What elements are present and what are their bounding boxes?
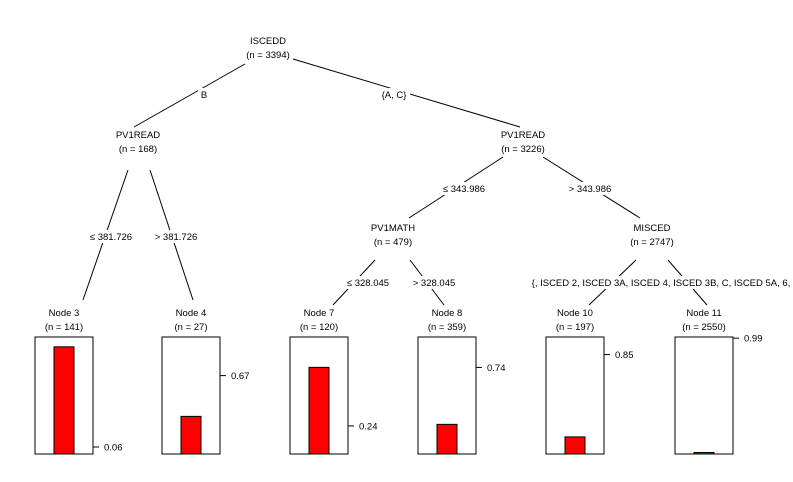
- value-label: 0.67: [231, 371, 250, 382]
- terminal-count: (n = 359): [428, 322, 466, 333]
- terminal-node-t10: Node 10 (n = 197) 0.85: [545, 308, 634, 455]
- terminal-bar: [436, 423, 458, 455]
- edge-label-n2-n4: > 381.726: [155, 232, 198, 243]
- terminal-label: Node 8: [432, 308, 463, 319]
- node-count: (n = 479): [374, 237, 412, 248]
- terminal-node-t7: Node 7 (n = 120) 0.24: [289, 308, 378, 455]
- value-label: 0.24: [359, 421, 378, 432]
- node-label: PV1READ: [116, 130, 160, 141]
- edge-label-n1-n2: B: [201, 90, 207, 101]
- edge-label-n1-n5: {A, C}: [382, 90, 407, 101]
- edge-label-n6-n8: > 328.045: [413, 278, 456, 289]
- inner-node-5: PV1READ (n = 3226): [501, 130, 545, 155]
- terminal-label: Node 10: [557, 308, 593, 319]
- inner-node-9: MISCED (n = 2747): [630, 223, 674, 248]
- terminal-count: (n = 141): [45, 322, 83, 333]
- node-label: PV1MATH: [371, 223, 415, 234]
- terminal-count: (n = 120): [300, 322, 338, 333]
- terminal-label: Node 7: [304, 308, 335, 319]
- terminal-node-t11: Node 11 (n = 2550) 0.99: [674, 308, 763, 455]
- edge-label-n6-n7: ≤ 328.045: [347, 278, 389, 289]
- terminal-node-t8: Node 8 (n = 359) 0.74: [417, 308, 506, 455]
- edge-n1-n2: [133, 63, 246, 128]
- terminal-bar: [693, 452, 715, 455]
- terminal-count: (n = 2550): [682, 322, 726, 333]
- terminal-node-t3: Node 3 (n = 141) 0.06: [34, 308, 123, 455]
- terminal-frame: [674, 336, 734, 455]
- terminal-count: (n = 197): [556, 322, 594, 333]
- terminal-label: Node 3: [49, 308, 80, 319]
- node-label: PV1READ: [501, 130, 545, 141]
- value-label: 0.06: [104, 442, 123, 453]
- node-count: (n = 3226): [501, 144, 545, 155]
- terminal-count: (n = 27): [174, 322, 207, 333]
- node-count: (n = 168): [119, 144, 157, 155]
- node-label: ISCEDD: [250, 36, 286, 47]
- terminal-bar: [308, 366, 330, 455]
- terminal-bar: [53, 346, 75, 455]
- node-label: MISCED: [634, 223, 671, 234]
- value-label: 0.74: [487, 363, 506, 374]
- value-label: 0.99: [744, 334, 763, 345]
- edge-label-n5-n6: ≤ 343.986: [443, 184, 485, 195]
- edge-label-n2-n3: ≤ 381.726: [90, 232, 132, 243]
- terminal-label: Node 11: [686, 308, 721, 319]
- value-label: 0.85: [615, 350, 634, 361]
- terminal-node-t4: Node 4 (n = 27) 0.67: [161, 308, 250, 455]
- edge-labels: B {A, C} ≤ 381.726 > 381.726 ≤ 343.986 >…: [86, 88, 791, 289]
- node-count: (n = 2747): [630, 237, 674, 248]
- node-count: (n = 3394): [246, 50, 290, 61]
- inner-node-2: PV1READ (n = 168): [116, 130, 160, 155]
- terminal-bar: [180, 415, 202, 455]
- terminal-bar: [564, 436, 586, 455]
- edge-label-n9-split: {, ISCED 2, ISCED 3A, ISCED 4, ISCED 3B,…: [532, 278, 791, 289]
- inner-node-1: ISCEDD (n = 3394): [246, 36, 290, 61]
- inner-node-6: PV1MATH (n = 479): [371, 223, 415, 248]
- edge-label-n5-n9: > 343.986: [569, 184, 612, 195]
- terminal-label: Node 4: [176, 308, 207, 319]
